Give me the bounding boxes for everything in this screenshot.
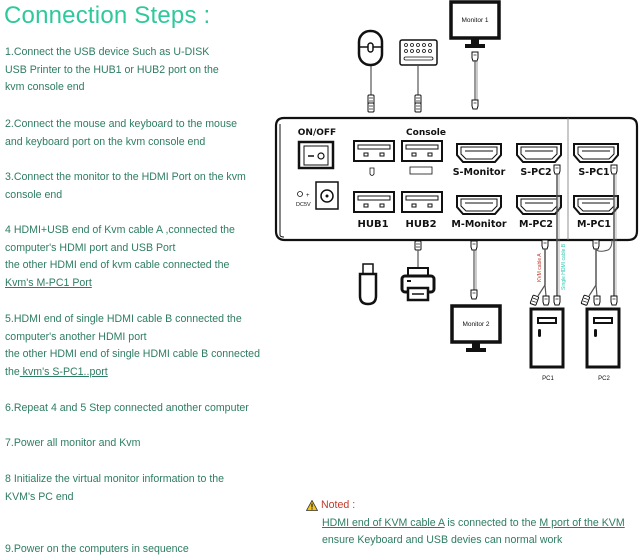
- step-line: console end: [5, 188, 63, 201]
- note-title: Noted :: [321, 499, 356, 511]
- keyboard-port-icon: [409, 166, 433, 175]
- mouse-icon: [357, 29, 384, 67]
- step-line: 9.Power on the computers in sequence: [5, 543, 189, 555]
- s-pc1-cable: [610, 164, 618, 306]
- step-1: 1.Connect the USB device Such as U-DISK …: [5, 44, 219, 97]
- monitor-2-label: Monitor 2: [462, 321, 489, 328]
- m-pc1-label: M-PC1: [577, 219, 611, 230]
- step-line: 2.Connect the mouse and keyboard to the …: [5, 118, 238, 130]
- note-line-1: HDMI end of KVM cable A is connected to …: [306, 515, 625, 533]
- step-2: 2.Connect the mouse and keyboard to the …: [5, 116, 237, 151]
- kvm-cable-a-pc1: KVM cable A Single HDMI cable B: [529, 239, 567, 306]
- note-header: Noted :: [306, 497, 625, 515]
- note-m-port-text: M port of the KVM: [539, 516, 625, 529]
- step-line: KVM's PC end: [5, 490, 74, 503]
- hdmi-port-m-pc1: [573, 195, 619, 215]
- monitor2-cable: [470, 240, 478, 300]
- usb-drive-icon: [358, 263, 378, 306]
- step-4: 4 HDMI+USB end of Kvm cable A ,connected…: [5, 222, 235, 292]
- step-line: 8 Initialize the virtual monitor informa…: [5, 473, 225, 485]
- printer-icon: [400, 267, 436, 302]
- dc-power-jack: + DC5V: [296, 181, 339, 210]
- step-line: the other HDMI end of kvm cable connecte…: [5, 259, 230, 272]
- dc-5v-label: DC5V: [296, 202, 311, 208]
- pc1-tower-icon: [529, 307, 565, 369]
- hub2-label: HUB2: [405, 219, 436, 230]
- usb-port-hub2: [401, 191, 443, 213]
- s-pc1-label: S-PC1: [578, 167, 609, 178]
- m-monitor-label: M-Monitor: [451, 219, 506, 230]
- step-3: 3.Connect the monitor to the HDMI Port o…: [5, 169, 246, 204]
- step-line: 1.Connect the USB device Such as U-DISK: [5, 46, 210, 58]
- monitor-1-label: Monitor 1: [461, 17, 488, 24]
- step-line: computer's another HDMI port: [5, 330, 147, 343]
- step-line: 4 HDMI+USB end of Kvm cable A ,connected…: [5, 224, 235, 236]
- on-off-label: ON/OFF: [298, 128, 336, 138]
- step-line: 6.Repeat 4 and 5 Step connected another …: [5, 402, 249, 414]
- step-5: 5.HDMI end of single HDMI cable B connec…: [5, 311, 260, 381]
- kvm-cable-a-label: KVM cable A: [537, 253, 543, 282]
- port-link-s-pc1: kvm's S-PC1..port: [19, 365, 108, 378]
- mouse-port-icon: [369, 167, 375, 176]
- power-switch[interactable]: [297, 140, 335, 170]
- hdmi-port-s-monitor: [456, 143, 502, 163]
- port-link-m-pc1: Kvm's M-PC1 Port: [5, 276, 92, 289]
- step-7: 7.Power all monitor and Kvm: [5, 435, 140, 453]
- step-line: and keyboard port on the kvm console end: [5, 135, 206, 148]
- note-line-2: ensure Keyboard and USB devies can norma…: [322, 534, 563, 546]
- kvm-rear-panel: ON/OFF + DC5V Console HUB1 HUB2 S: [274, 116, 639, 242]
- note-box: Noted : HDMI end of KVM cable A is conne…: [306, 497, 625, 550]
- svg-text:+: +: [306, 193, 310, 199]
- step-6: 6.Repeat 4 and 5 Step connected another …: [5, 400, 249, 418]
- keyboard-cable: [414, 66, 422, 113]
- s-monitor-label: S-Monitor: [453, 167, 506, 178]
- m-pc2-label: M-PC2: [519, 219, 553, 230]
- pc1-label: PC1: [542, 376, 554, 382]
- monitor-1-icon: Monitor 1: [449, 0, 501, 48]
- warning-icon: [306, 500, 318, 512]
- usb-port-keyboard: [401, 140, 443, 162]
- step-line: 5.HDMI end of single HDMI cable B connec…: [5, 313, 242, 325]
- page-title: Connection Steps :: [4, 2, 211, 29]
- console-label: Console: [406, 128, 446, 138]
- kvm-cable-a-pc2: [580, 239, 613, 306]
- note-mid-text: is connected to the: [444, 516, 540, 529]
- step-line: USB Printer to the HUB1 or HUB2 port on …: [5, 63, 219, 76]
- keyboard-icon: [399, 39, 438, 66]
- s-pc2-cable: [553, 164, 561, 306]
- step-line: computer's HDMI port and USB Port: [5, 241, 176, 254]
- hdmi-port-s-pc2: [516, 143, 562, 163]
- pc2-label: PC2: [598, 376, 610, 382]
- pc2-tower-icon: [585, 307, 621, 369]
- monitor1-cable: [471, 51, 479, 110]
- hdmi-port-m-pc2: [516, 195, 562, 215]
- hub1-label: HUB1: [357, 219, 388, 230]
- step-line: 7.Power all monitor and Kvm: [5, 437, 141, 449]
- step-line: 3.Connect the monitor to the HDMI Port o…: [5, 171, 246, 183]
- hdmi-port-s-pc1: [573, 143, 619, 163]
- hdmi-cable-b-label: Single HDMI cable B: [561, 243, 567, 290]
- step-9: 9.Power on the computers in sequence: [5, 541, 189, 559]
- mouse-cable: [367, 66, 375, 113]
- monitor-2-icon: Monitor 2: [450, 304, 502, 352]
- step-8: 8 Initialize the virtual monitor informa…: [5, 471, 224, 506]
- step-line: kvm console end: [5, 81, 85, 94]
- printer-cable: [414, 240, 422, 268]
- step-line-prefix: the: [5, 365, 20, 378]
- s-pc2-label: S-PC2: [520, 167, 551, 178]
- hdmi-port-m-monitor: [456, 195, 502, 215]
- note-cable-a-text: HDMI end of KVM cable A: [322, 516, 445, 529]
- usb-port-hub1: [353, 191, 395, 213]
- usb-port-mouse: [353, 140, 395, 162]
- step-line: the other HDMI end of single HDMI cable …: [5, 348, 260, 361]
